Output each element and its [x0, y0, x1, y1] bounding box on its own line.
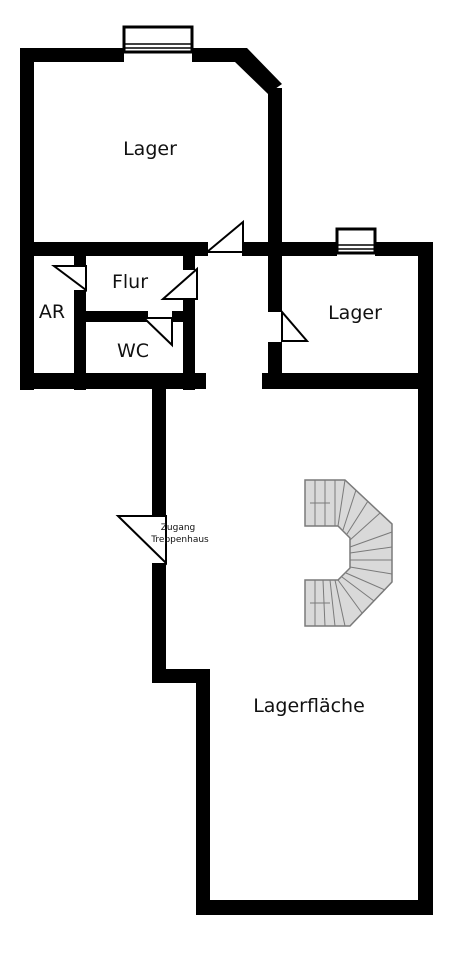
label-stair-access-line2: Treppenhaus [150, 535, 209, 545]
walls [20, 48, 433, 915]
door-lager-right [281, 309, 310, 342]
door-swings [51, 219, 310, 566]
window-top [122, 25, 194, 54]
label-ar: AR [39, 301, 65, 323]
label-flur: Flur [112, 271, 148, 293]
window-right [335, 227, 377, 255]
label-wc: WC [117, 340, 149, 362]
stair-icon [304, 479, 393, 627]
door-flur-ar [51, 265, 87, 292]
label-lager-top: Lager [123, 138, 177, 160]
label-stair-access-line1: Zugang [161, 523, 196, 533]
door-stair-access [115, 515, 167, 566]
door-flur-entrance [160, 266, 198, 300]
label-lagerflaeche: Lagerfläche [253, 695, 365, 717]
label-lager-right: Lager [328, 302, 382, 324]
door-lager-top [204, 219, 244, 253]
door-wc [141, 317, 173, 348]
